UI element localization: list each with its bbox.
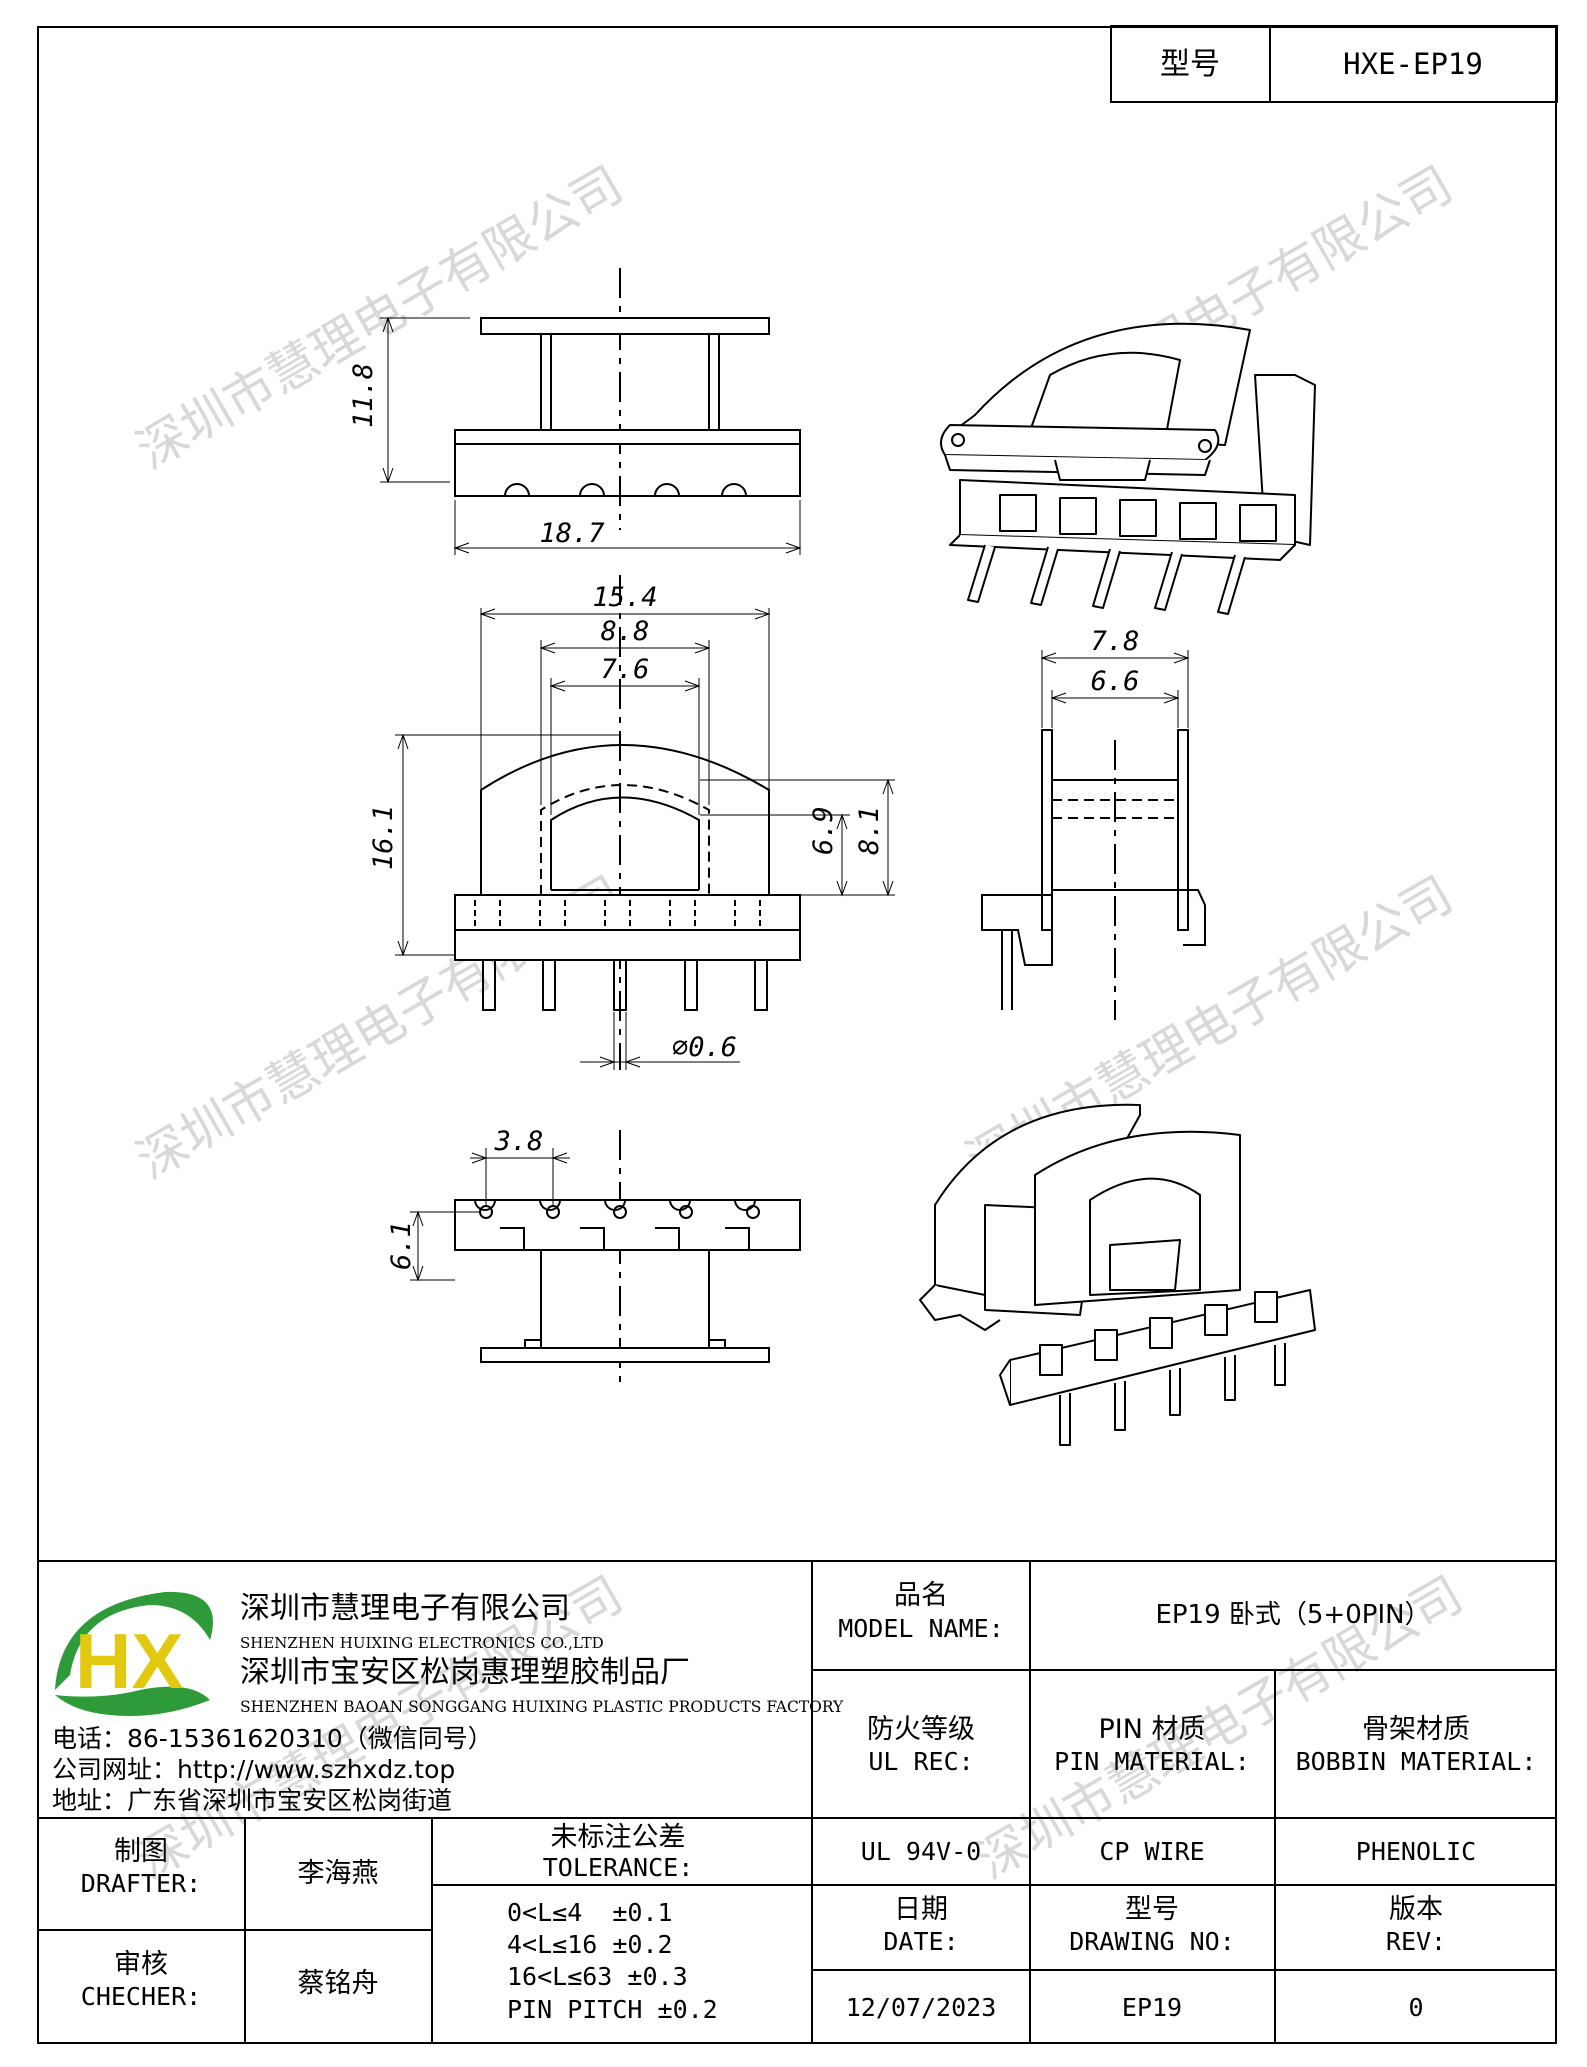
dim-side-outer-width: 7.8 [1091,626,1140,657]
top-view [380,268,802,555]
dim-front-mid-width: 8.8 [601,616,650,647]
dim-front-height: 16.1 [368,805,399,870]
pin-material-value: CP WIRE [1099,1837,1204,1866]
header-model-box [1110,25,1558,103]
model-name-label-cn: 品名 [894,1580,948,1611]
date-value: 12/07/2023 [846,1993,997,2022]
dim-window-inner: 6.9 [808,806,839,855]
checker-label-en: CHECHER: [81,1982,201,2011]
company-logo: HX [55,1591,213,1716]
model-value: HXE-EP19 [1343,47,1483,81]
drawing-sheet [37,26,1557,2044]
checker-value: 蔡铭舟 [298,1968,379,1999]
company-name-cn: 深圳市慧理电子有限公司 [240,1591,570,1626]
dim-top-height: 11.8 [348,363,379,428]
bobbin-material-label-cn: 骨架材质 [1362,1714,1470,1745]
dim-pin-diameter: ⌀0.6 [672,1032,737,1063]
checker-label-cn: 审核 [114,1949,168,1980]
iso-view-bottom [919,1103,1316,1446]
company-address: 地址：广东省深圳市宝安区松岗街道 [52,1786,452,1815]
drafter-label-en: DRAFTER: [81,1869,201,1898]
factory-name-en: SHENZHEN BAOAN SONGGANG HUIXING PLASTIC … [240,1698,844,1716]
pin-material-label-en: PIN MATERIAL: [1054,1747,1250,1776]
date-label-cn: 日期 [894,1894,948,1925]
iso-view-top [940,322,1316,615]
tolerance-line: 4<L≤16 ±0.2 [507,1930,673,1959]
company-name-en: SHENZHEN HUIXING ELECTRONICS CO.,LTD [240,1634,604,1652]
company-website: 公司网址：http://www.szhxdz.top [52,1755,455,1784]
model-name-label-en: MODEL NAME: [838,1614,1004,1643]
logo-letters: HX [75,1617,183,1705]
tolerance-label-cn: 未标注公差 [551,1822,686,1853]
side-view [981,650,1206,1020]
bobbin-material-label-en: BOBBIN MATERIAL: [1296,1747,1537,1776]
fire-rating-value: UL 94V-0 [861,1837,981,1866]
date-label-en: DATE: [883,1927,958,1956]
dim-front-outer-width: 15.4 [592,582,657,613]
bottom-view [410,1130,801,1390]
fire-rating-label-cn: 防火等级 [867,1714,975,1745]
dim-top-width: 18.7 [539,518,604,549]
tolerance-label-en: TOLERANCE: [543,1853,694,1882]
dim-side-inner-width: 6.6 [1091,666,1140,697]
rev-value: 0 [1408,1993,1423,2022]
rev-label-cn: 版本 [1389,1894,1443,1925]
drawing-no-label-cn: 型号 [1125,1894,1179,1925]
fire-rating-label-en: UL REC: [868,1747,973,1776]
rev-label-en: REV: [1386,1927,1446,1956]
dim-front-inner-width: 7.6 [601,654,650,685]
model-name-value: EP19 卧式（5+0PIN） [1155,1600,1430,1630]
drawing-no-label-en: DRAWING NO: [1069,1927,1235,1956]
dim-bottom-height: 6.1 [386,1221,417,1270]
title-block-grid [37,1560,1557,2044]
company-phone: 电话：86-15361620310（微信同号） [52,1724,493,1753]
model-label: 型号 [1160,47,1220,82]
factory-name-cn: 深圳市宝安区松岗惠理塑胶制品厂 [240,1655,690,1690]
front-view [395,575,895,1070]
drafter-label-cn: 制图 [114,1836,168,1867]
drafter-value: 李海燕 [298,1858,379,1889]
drawing-no-value: EP19 [1122,1993,1182,2022]
dim-bottom-pitch: 3.8 [494,1126,544,1157]
bobbin-material-value: PHENOLIC [1356,1837,1476,1866]
dim-window-outer: 8.1 [854,806,885,855]
tolerance-line: PIN PITCH ±0.2 [507,1995,718,2024]
pin-material-label-cn: PIN 材质 [1098,1714,1205,1745]
tolerance-line: 16<L≤63 ±0.3 [507,1962,688,1991]
tolerance-line: 0<L≤4 ±0.1 [507,1898,673,1927]
